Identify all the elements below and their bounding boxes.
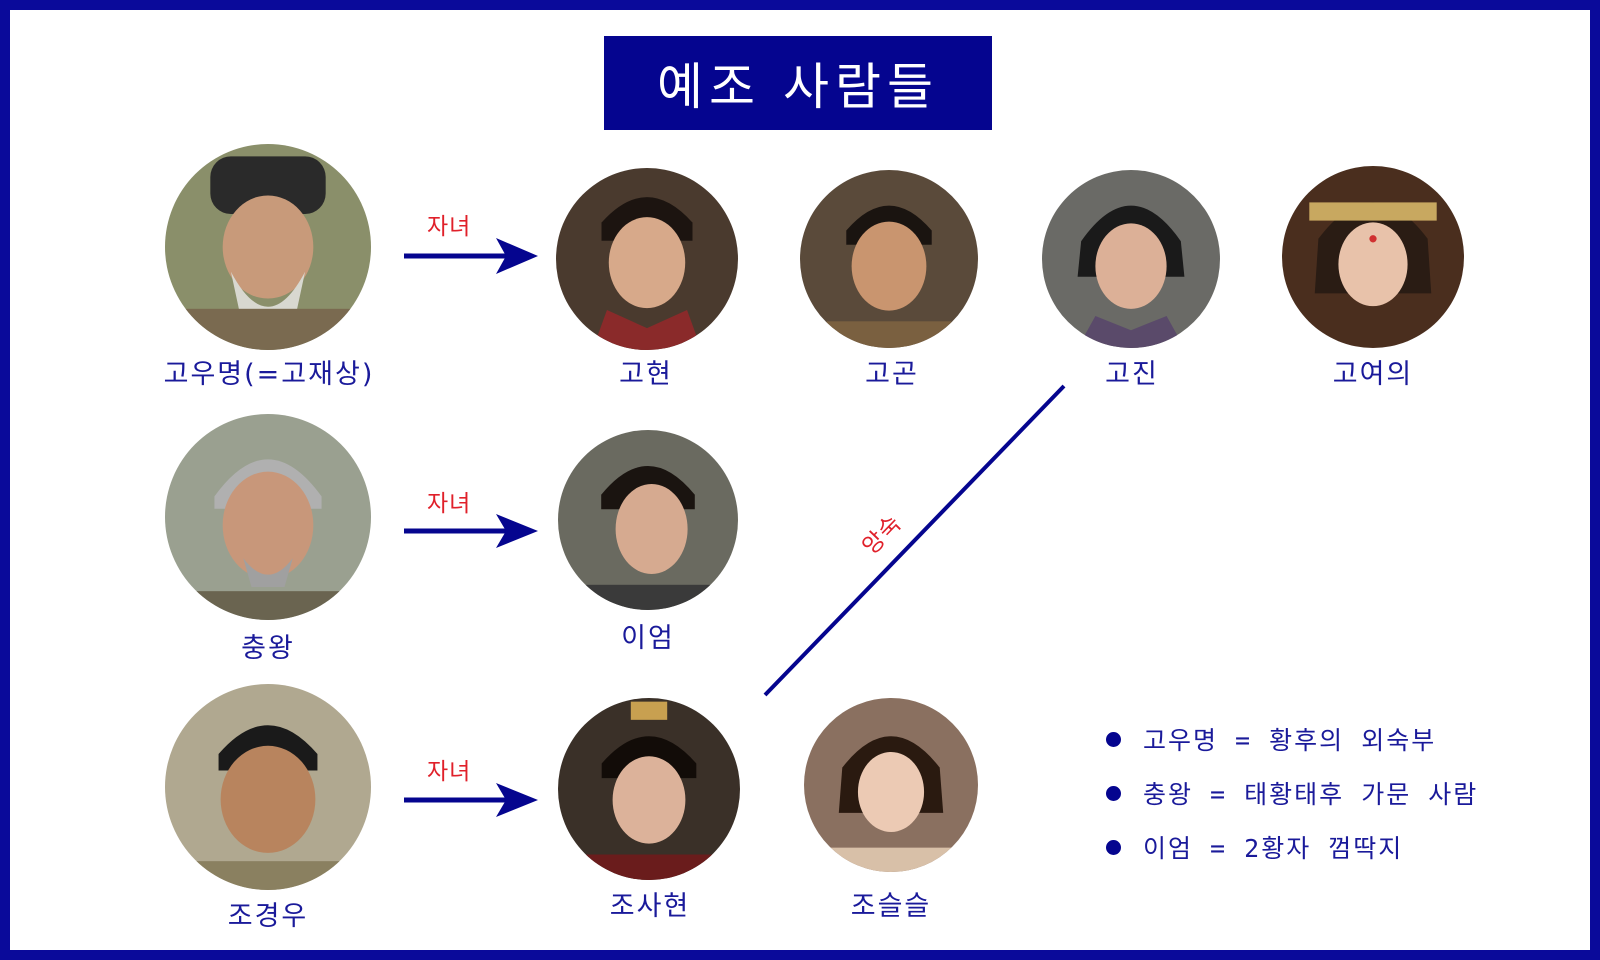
portrait-chungwang [165,414,371,620]
bullet-icon [1106,731,1121,747]
note-text: 이엄 = 2황자 껌딱지 [1143,834,1404,863]
name-gouming: 고우명(=고재상) [163,359,375,390]
name-gaojin: 고진 [1105,359,1159,390]
note-item: 고우명 = 황후의 외숙부 [1106,712,1478,766]
child-arrow-1 [404,238,538,274]
bullet-icon [1106,839,1121,855]
rival-line [763,384,1066,697]
portrait-gaojin [1042,170,1220,348]
portrait-jogyeongwu [165,684,371,890]
name-josahyeon: 조사현 [609,891,691,922]
note-text: 고우명 = 황후의 외숙부 [1143,726,1437,755]
relation-label-child-1: 자녀 [427,214,472,240]
note-text: 충왕 = 태황태후 가문 사람 [1143,780,1479,809]
name-jogyeongwu: 조경우 [227,901,309,932]
child-arrow-2 [404,514,538,548]
name-gaoxian: 고현 [619,359,673,390]
relation-label-child-2: 자녀 [427,491,472,517]
note-item: 이엄 = 2황자 껌딱지 [1106,820,1478,874]
portrait-gouming [165,144,371,350]
note-item: 충왕 = 태황태후 가문 사람 [1106,766,1478,820]
portrait-josahyeon [558,698,740,880]
portrait-gaoyeoui [1282,166,1464,348]
child-arrow-3 [404,783,538,817]
name-joseulseul: 조슬슬 [850,891,932,922]
portrait-gaoxian [556,168,738,350]
portrait-ieom [558,430,738,610]
title-banner: 예조 사람들 [604,36,992,130]
notes-list: 고우명 = 황후의 외숙부 충왕 = 태황태후 가문 사람 이엄 = 2황자 껌… [1106,712,1478,874]
name-chungwang: 충왕 [241,633,295,664]
diagram-title: 예조 사람들 [657,58,939,116]
bullet-icon [1106,785,1121,801]
portrait-gaokun [800,170,978,348]
name-ieom: 이엄 [621,623,675,654]
name-gaokun: 고곤 [865,359,919,390]
portrait-joseulseul [804,698,978,872]
name-gaoyeoui: 고여의 [1332,359,1414,390]
relation-label-child-3: 자녀 [427,759,472,785]
